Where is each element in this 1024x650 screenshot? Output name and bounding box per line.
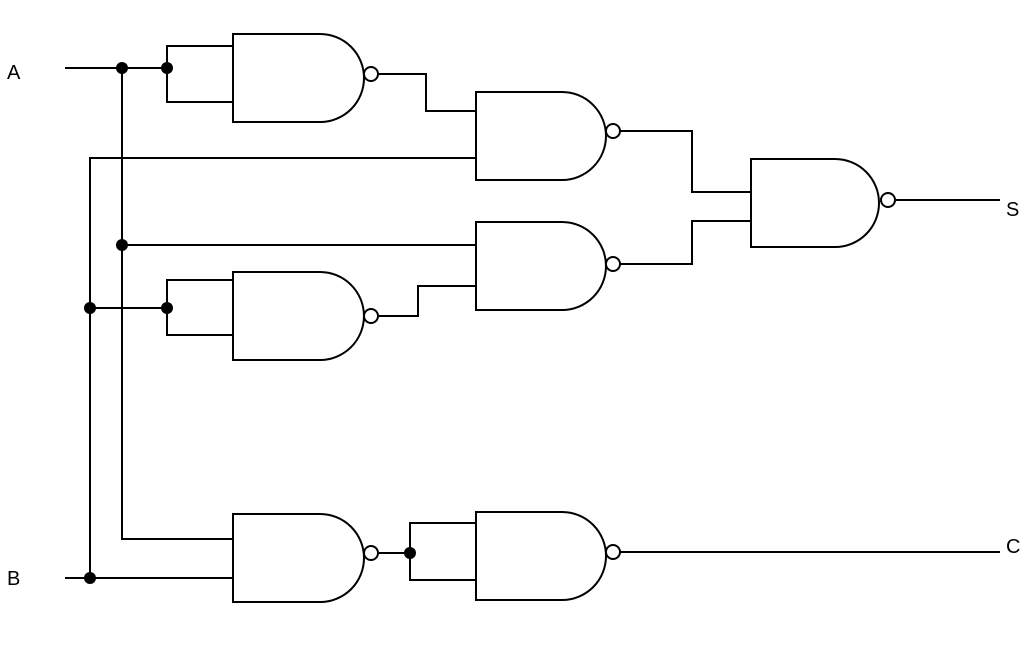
- nand-gate-6: [232, 513, 379, 603]
- junction-a-bus: [116, 62, 128, 74]
- wire-b-bus: [89, 157, 476, 578]
- junctions: [84, 62, 416, 584]
- wire-gate5-out: [620, 220, 751, 265]
- wire-gate1-out: [379, 73, 476, 112]
- nand-gate-5: [475, 221, 621, 311]
- wire-gate3-inputs: [166, 279, 233, 336]
- wire-gate3-out: [379, 285, 476, 317]
- junction-gate3-inputs: [161, 302, 173, 314]
- wire-a-bus: [121, 68, 233, 540]
- label-input-b: B: [7, 568, 20, 590]
- wire-gate2-out: [620, 130, 751, 193]
- junction-a-gate1: [161, 62, 173, 74]
- junction-b-gate3: [84, 302, 96, 314]
- nand-gate-2: [475, 91, 621, 181]
- nand-gate-4: [750, 158, 896, 248]
- label-input-a: A: [7, 62, 21, 84]
- junction-b-bus: [84, 572, 96, 584]
- nand-gate-7: [475, 511, 621, 601]
- wire-gate7-inputs: [409, 522, 476, 581]
- label-output-c: C: [1006, 536, 1020, 558]
- nand-gate-1: [232, 33, 379, 123]
- wire-gate1-inputs: [166, 45, 233, 103]
- label-output-s: S: [1006, 199, 1019, 221]
- junction-a-gate5: [116, 239, 128, 251]
- nand-gate-3: [232, 271, 379, 361]
- junction-gate7-inputs: [404, 547, 416, 559]
